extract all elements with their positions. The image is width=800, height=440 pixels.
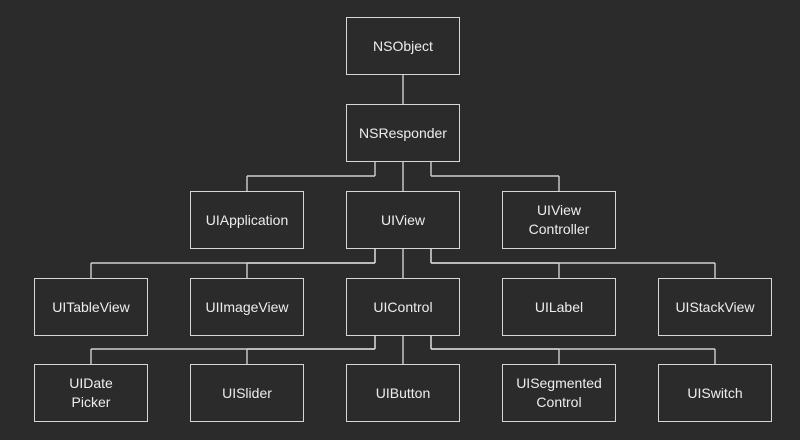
node-uiswitch: UISwitch [658, 364, 772, 422]
node-uicontrol: UIControl [346, 278, 460, 336]
node-nsobject: NSObject [346, 17, 460, 75]
node-uilabel: UILabel [502, 278, 616, 336]
node-uidatepicker: UIDate Picker [34, 364, 148, 422]
node-uitableview: UITableView [34, 278, 148, 336]
node-uiviewcontroller: UIView Controller [502, 191, 616, 249]
node-uiview: UIView [346, 191, 460, 249]
node-uisegmentedcontrol: UISegmented Control [502, 364, 616, 422]
node-uibutton: UIButton [346, 364, 460, 422]
node-uislider: UISlider [190, 364, 304, 422]
node-uistackview: UIStackView [658, 278, 772, 336]
node-uiimageview: UIImageView [190, 278, 304, 336]
node-nsresponder: NSResponder [346, 104, 460, 162]
node-uiapplication: UIApplication [190, 191, 304, 249]
